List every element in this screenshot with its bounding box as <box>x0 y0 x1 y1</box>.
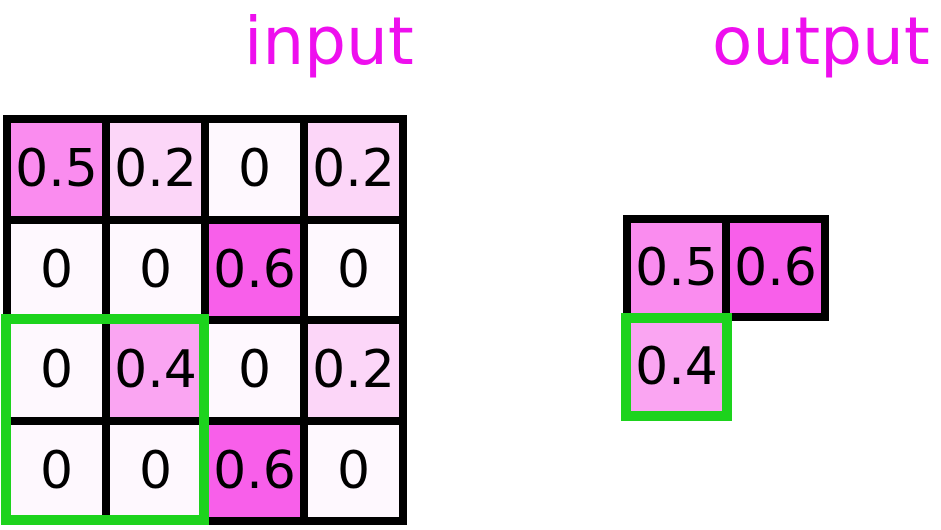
input-cell-r1c2: 0.2 <box>110 123 201 216</box>
input-cell-r2c3: 0.6 <box>209 223 300 316</box>
input-cell-r2c2: 0 <box>110 223 201 316</box>
input-cell-r1c3: 0 <box>209 123 300 216</box>
output-cell-r2c1: 0.4 <box>631 323 722 411</box>
input-cell-r2c1: 0 <box>11 223 102 316</box>
input-cell-r3c2: 0.4 <box>110 324 201 417</box>
output-title: output <box>712 3 930 80</box>
input-grid: 0.5 0.2 0 0.2 0 0 0.6 0 0 0.4 0 0.2 0 0 … <box>3 115 407 525</box>
input-cell-r4c4: 0 <box>308 424 399 517</box>
input-cell-r1c4: 0.2 <box>308 123 399 216</box>
input-cell-r2c4: 0 <box>308 223 399 316</box>
input-cell-r4c2: 0 <box>110 424 201 517</box>
input-cell-r4c3: 0.6 <box>209 424 300 517</box>
input-cell-r4c1: 0 <box>11 424 102 517</box>
output-cell-r1c2: 0.6 <box>730 223 821 313</box>
input-title: input <box>244 3 414 80</box>
input-cell-r1c1: 0.5 <box>11 123 102 216</box>
input-cell-r3c3: 0 <box>209 324 300 417</box>
input-cell-r3c1: 0 <box>11 324 102 417</box>
output-grid: 0.5 0.6 <box>623 215 829 321</box>
output-cell-r1c1: 0.5 <box>631 223 722 313</box>
output-highlight-cell: 0.4 <box>621 313 732 421</box>
input-cell-r3c4: 0.2 <box>308 324 399 417</box>
